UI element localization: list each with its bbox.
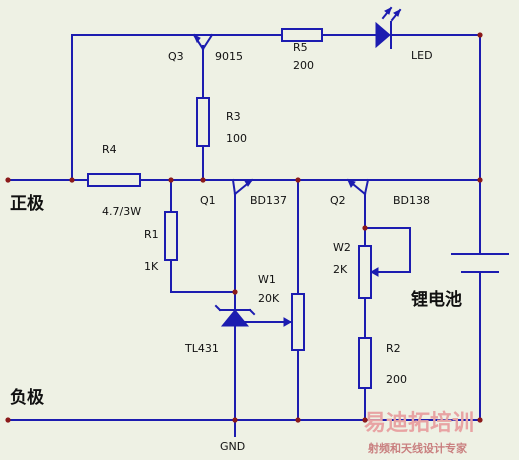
r2-ref: R2 [386, 342, 401, 355]
wires [7, 34, 481, 437]
r4-ref: R4 [102, 143, 117, 156]
transistor-q3: Q3 9015 [168, 33, 243, 63]
tl431-ref: TL431 [184, 342, 219, 355]
r3-value: 100 [226, 132, 247, 145]
q2-ref: Q2 [330, 194, 346, 207]
led-ref: LED [411, 49, 433, 62]
q3-ref: Q3 [168, 50, 184, 63]
w2-ref: W2 [333, 241, 351, 254]
transistor-q1: Q1 BD137 [200, 178, 287, 207]
led: LED [375, 6, 433, 62]
resistor-r3: R3 100 [196, 97, 247, 147]
r1-ref: R1 [144, 228, 159, 241]
w1-ref: W1 [258, 273, 276, 286]
resistor-r5: R5 200 [281, 28, 323, 72]
gnd-label: GND [220, 440, 245, 453]
w1-value: 20K [258, 292, 280, 305]
resistor-r2: R2 200 [358, 337, 407, 389]
potentiometer-w1: W1 20K [258, 273, 305, 351]
watermark-main: 易迪拓培训 [364, 410, 474, 436]
r4-value: 4.7/3W [102, 205, 141, 218]
battery-label: 锂电池 [411, 289, 462, 310]
battery: 锂电池 [411, 253, 509, 310]
watermark: 易迪拓培训 射频和天线设计专家 [364, 410, 474, 455]
r2-value: 200 [386, 373, 407, 386]
q3-part: 9015 [215, 50, 243, 63]
potentiometer-w2: W2 2K [333, 241, 379, 299]
r3-ref: R3 [226, 110, 241, 123]
negative-terminal-label: 负极 [10, 387, 44, 408]
r1-value: 1K [144, 260, 159, 273]
r5-value: 200 [293, 59, 314, 72]
q1-ref: Q1 [200, 194, 216, 207]
w2-value: 2K [333, 263, 348, 276]
watermark-sub: 射频和天线设计专家 [367, 441, 468, 455]
resistor-r4: R4 4.7/3W [87, 143, 141, 218]
q1-part: BD137 [250, 194, 287, 207]
q2-part: BD138 [393, 194, 430, 207]
r5-ref: R5 [293, 41, 308, 54]
positive-terminal-label: 正极 [10, 194, 44, 214]
resistor-r1: R1 1K [144, 211, 178, 273]
regulator-tl431: TL431 [184, 304, 256, 355]
transistor-q2: Q2 BD138 [330, 178, 430, 207]
junction-dots [5, 32, 483, 423]
